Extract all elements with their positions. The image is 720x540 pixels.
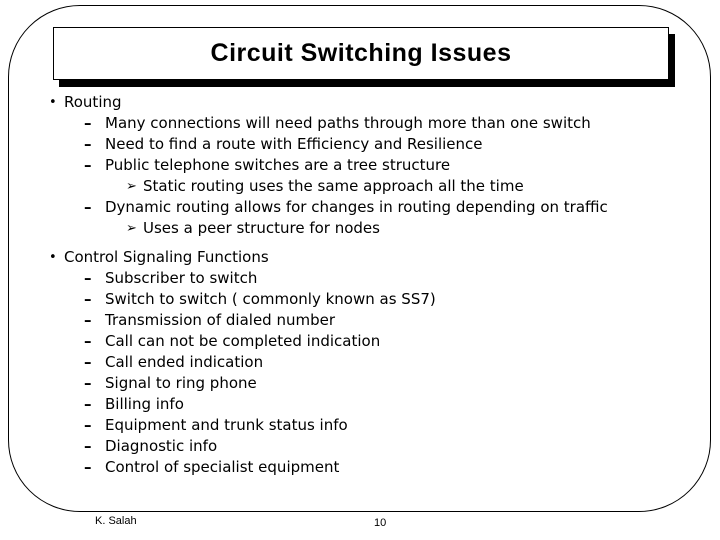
bullet-icon: • <box>49 95 57 110</box>
dash-icon: – <box>84 332 92 350</box>
list-item: –Call can not be completed indication <box>0 331 720 352</box>
item-label: Public telephone switches are a tree str… <box>105 156 451 174</box>
list-item: –Signal to ring phone <box>0 373 720 394</box>
item-label: Call ended indication <box>105 353 264 371</box>
item-label: Signal to ring phone <box>105 374 257 392</box>
dash-icon: – <box>84 416 92 434</box>
list-item: –Call ended indication <box>0 352 720 373</box>
item-label: Dynamic routing allows for changes in ro… <box>105 198 608 216</box>
list-item: –Diagnostic info <box>0 436 720 457</box>
list-item: –Control of specialist equipment <box>0 457 720 478</box>
arrow-icon: ➢ <box>126 179 137 194</box>
arrow-icon: ➢ <box>126 221 137 236</box>
list-item: –Subscriber to switch <box>0 268 720 289</box>
content-list: •Routing–Many connections will need path… <box>0 92 720 478</box>
item-label: Transmission of dialed number <box>105 311 336 329</box>
footer-author: K. Salah <box>95 515 137 527</box>
slide-frame <box>8 5 711 512</box>
list-item: –Billing info <box>0 394 720 415</box>
list-item: ➢ Static routing uses the same approach a… <box>0 176 720 197</box>
list-item: –Transmission of dialed number <box>0 310 720 331</box>
dash-icon: – <box>84 311 92 329</box>
dash-icon: – <box>84 353 92 371</box>
item-label: Call can not be completed indication <box>105 332 381 350</box>
bullet-icon: • <box>49 250 57 265</box>
item-label: Subscriber to switch <box>105 269 258 287</box>
dash-icon: – <box>84 374 92 392</box>
list-item: –Dynamic routing allows for changes in r… <box>0 197 720 218</box>
item-label: Need to find a route with Efficiency and… <box>105 135 483 153</box>
dash-icon: – <box>84 395 92 413</box>
item-label: Control of specialist equipment <box>105 458 340 476</box>
list-item: ➢ Uses a peer structure for nodes <box>0 218 720 239</box>
item-label: Routing <box>64 93 122 111</box>
item-label: Control Signaling Functions <box>64 248 269 266</box>
title-box: Circuit Switching Issues <box>53 27 669 80</box>
page-title: Circuit Switching Issues <box>210 39 512 67</box>
dash-icon: – <box>84 290 92 308</box>
item-label: Switch to switch ( commonly known as SS7… <box>105 290 436 308</box>
dash-icon: – <box>84 156 92 174</box>
item-label: Diagnostic info <box>105 437 218 455</box>
item-label: Static routing uses the same approach al… <box>143 177 524 195</box>
item-label: Many connections will need paths through… <box>105 114 591 132</box>
dash-icon: – <box>84 437 92 455</box>
dash-icon: – <box>84 269 92 287</box>
list-item: • Control Signaling Functions <box>0 247 720 268</box>
list-item: –Switch to switch ( commonly known as SS… <box>0 289 720 310</box>
item-label: Uses a peer structure for nodes <box>143 219 380 237</box>
item-label: Equipment and trunk status info <box>105 416 348 434</box>
list-item: –Public telephone switches are a tree st… <box>0 155 720 176</box>
dash-icon: – <box>84 114 92 132</box>
dash-icon: – <box>84 458 92 476</box>
footer-page-number: 10 <box>374 517 387 529</box>
dash-icon: – <box>84 198 92 216</box>
item-label: Billing info <box>105 395 184 413</box>
list-item: –Equipment and trunk status info <box>0 415 720 436</box>
dash-icon: – <box>84 135 92 153</box>
list-item: –Many connections will need paths throug… <box>0 113 720 134</box>
list-item: –Need to find a route with Efficiency an… <box>0 134 720 155</box>
list-item: • Routing <box>0 92 720 113</box>
